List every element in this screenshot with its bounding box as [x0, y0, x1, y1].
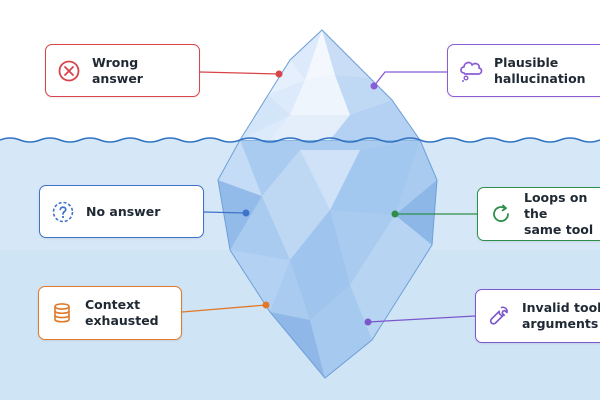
x-circle-icon — [56, 58, 82, 84]
iceberg-underwater — [217, 139, 438, 379]
callout-context-exhausted: Context exhausted — [38, 286, 182, 340]
callout-wrong-answer: Wrong answer — [45, 44, 200, 97]
connector-context — [181, 301, 270, 313]
wrench-icon — [486, 303, 512, 329]
connector-wrong-answer — [199, 70, 283, 78]
callout-label: Loops on the same tool — [524, 190, 594, 237]
callout-label: Plausible hallucination — [494, 54, 586, 86]
callout-label: Wrong answer — [92, 54, 143, 86]
callout-label: Context exhausted — [85, 297, 159, 328]
callout-plausible-hallucination: Plausible hallucination — [447, 44, 600, 97]
connector-no-answer — [203, 209, 250, 217]
iceberg-tip — [239, 29, 421, 141]
connector-plausible — [370, 71, 447, 90]
question-circle-icon — [50, 199, 76, 225]
thought-cloud-icon — [458, 58, 484, 84]
callout-no-answer: No answer — [39, 185, 204, 238]
database-icon — [49, 300, 75, 326]
callout-label: No answer — [86, 203, 161, 219]
connector-invalid-tool — [364, 315, 476, 326]
callout-invalid-tool-arguments: Invalid tool arguments — [475, 289, 600, 343]
refresh-icon — [488, 201, 514, 227]
waterline — [0, 137, 600, 143]
callout-loops-same-tool: Loops on the same tool — [477, 187, 600, 241]
connector-loops — [391, 210, 477, 218]
callout-label: Invalid tool arguments — [522, 300, 600, 331]
